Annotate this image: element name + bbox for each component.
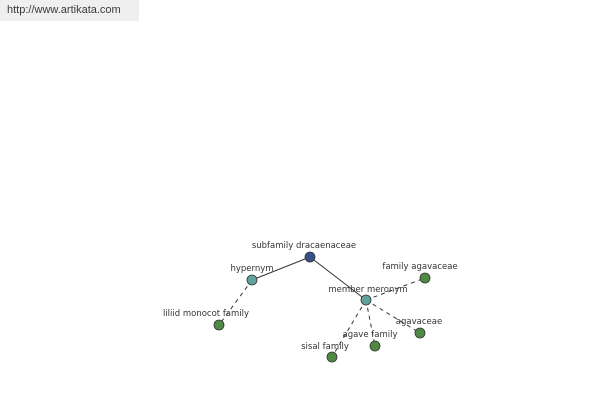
- node-agavaceae[interactable]: [414, 327, 426, 339]
- node-label-root: subfamily dracaenaceae: [252, 241, 356, 251]
- edge-root-to-hypernym: [251, 256, 311, 281]
- node-label-liliid: liliid monocot family: [163, 309, 249, 319]
- node-label-family-agavaceae: family agavaceae: [382, 262, 457, 272]
- site-url-link[interactable]: http://www.artikata.com: [0, 0, 139, 21]
- node-liliid[interactable]: [213, 319, 225, 331]
- node-label-hypernym: hypernym: [230, 264, 273, 274]
- graph-nodes: [213, 251, 431, 363]
- edge-member-meronym-to-family-agavaceae: [365, 277, 426, 301]
- node-label-member-meronym: member meronym: [328, 285, 407, 295]
- node-root[interactable]: [304, 251, 316, 263]
- edge-member-meronym-to-agavaceae: [365, 299, 421, 334]
- edge-hypernym-to-liliid: [218, 279, 253, 326]
- node-hypernym[interactable]: [246, 274, 258, 286]
- node-member-meronym[interactable]: [360, 294, 372, 306]
- node-label-agave-family: agave family: [342, 330, 397, 340]
- node-family-agavaceae[interactable]: [419, 272, 431, 284]
- graph-edges: [218, 256, 426, 358]
- node-label-sisal-family: sisal family: [301, 342, 349, 352]
- graph-labels: subfamily dracaenaceae hypernym member mer…: [163, 241, 458, 352]
- edge-member-meronym-to-sisal-family: [331, 299, 367, 358]
- node-agave-family[interactable]: [369, 340, 381, 352]
- edge-root-to-member-meronym: [309, 256, 367, 301]
- node-label-agavaceae: agavaceae: [396, 317, 442, 327]
- node-sisal-family[interactable]: [326, 351, 338, 363]
